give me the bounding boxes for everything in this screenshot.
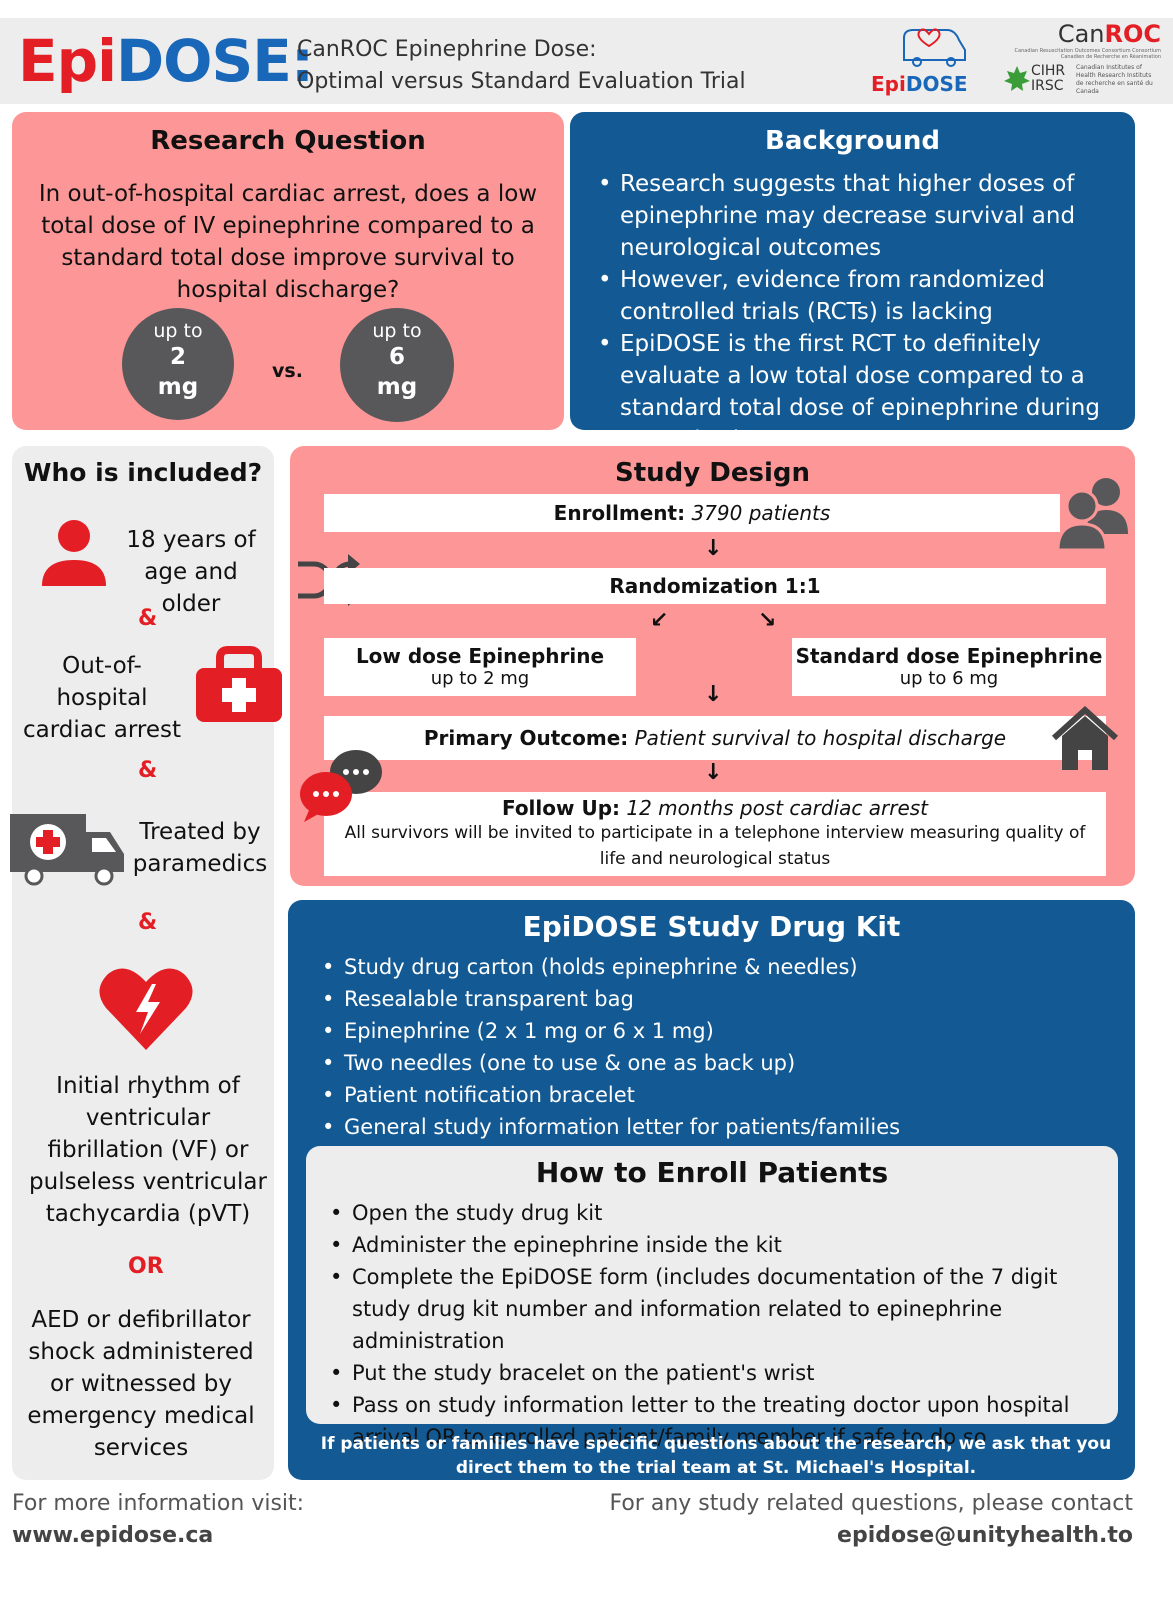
enroll-step: Pass on study information letter to the … — [326, 1389, 1118, 1453]
kit-item: Epinephrine (2 x 1 mg or 6 x 1 mg) — [318, 1015, 1135, 1047]
canroc-subtext: Canadian Resuscitation Outcomes Consorti… — [1014, 48, 1161, 60]
background-item: EpiDOSE is the first RCT to definitely e… — [594, 328, 1135, 456]
and-separator: & — [138, 606, 158, 631]
enroll-step: Complete the EpiDOSE form (includes docu… — [326, 1261, 1118, 1357]
background-list: Research suggests that higher doses of e… — [570, 168, 1135, 456]
age-criterion: 18 years of age and older — [126, 527, 256, 617]
group-people-icon — [1056, 478, 1128, 552]
study-design-panel: Study Design Enrollment: 3790 patients ↓… — [290, 446, 1135, 886]
logo-dose: DOSE: — [116, 27, 314, 95]
ohca-criterion: Out-of-hospital cardiac arrest — [22, 653, 182, 743]
website-link[interactable]: www.epidose.ca — [12, 1523, 214, 1548]
research-question-panel: Research Question In out-of-hospital car… — [12, 112, 564, 430]
enroll-steps: Open the study drug kit Administer the e… — [306, 1197, 1118, 1453]
footer-contact-text: For any study related questions, please … — [609, 1491, 1133, 1516]
enroll-step: Administer the epinephrine inside the ki… — [326, 1229, 1118, 1261]
flow-arrow: ↓ — [704, 682, 723, 707]
mini-epidose-logo: EpiDOSE — [871, 72, 968, 96]
ambulance-logo-icon — [903, 28, 966, 67]
enroll-title: How to Enroll Patients — [535, 1156, 889, 1189]
follow-up-box: Follow Up: 12 months post cardiac arrest… — [324, 792, 1106, 876]
low-dose-circle: up to 2 mg — [122, 308, 234, 420]
footer-info-text: For more information visit: — [12, 1491, 305, 1516]
kit-item: Two needles (one to use & one as back up… — [318, 1047, 1135, 1079]
contact-note: If patients or families have specific qu… — [320, 1434, 1112, 1478]
research-question-title: Research Question — [150, 126, 426, 156]
drug-kit-panel: EpiDOSE Study Drug Kit Study drug carton… — [288, 900, 1135, 1480]
flow-arrow-right: ↘ — [758, 608, 777, 633]
email-link[interactable]: epidose@unityhealth.to — [837, 1523, 1133, 1548]
heart-defibrillation-icon — [99, 968, 193, 1050]
logo-epi: Epi — [18, 27, 117, 95]
inclusion-title: Who is included? — [23, 458, 263, 487]
first-aid-kit-icon — [196, 646, 282, 722]
paramedics-criterion: Treated by paramedics — [132, 819, 268, 877]
kit-item: Patient notification bracelet — [318, 1079, 1135, 1111]
header-banner: EpiDOSE: CanROC Epinephrine Dose: Optima… — [0, 18, 1173, 104]
rhythm-criterion: Initial rhythm of ventricular fibrillati… — [29, 1073, 267, 1227]
background-panel: Background Research suggests that higher… — [570, 112, 1135, 453]
flow-arrow: ↓ — [704, 760, 723, 785]
flow-arrow: ↓ — [704, 536, 723, 561]
chat-bubbles-icon — [300, 750, 382, 822]
trial-subtitle: CanROC Epinephrine Dose: Optimal versus … — [297, 34, 746, 98]
versus-label: vs. — [272, 360, 303, 382]
footer-left: For more information visit: www.epidose.… — [12, 1488, 304, 1552]
drug-kit-title: EpiDOSE Study Drug Kit — [522, 910, 901, 943]
low-dose-arm-box: Low dose Epinephrine up to 2 mg — [324, 638, 636, 696]
randomization-box: Randomization 1:1 — [324, 568, 1106, 604]
subtitle-line1: CanROC Epinephrine Dose: — [297, 37, 597, 62]
partner-logos: EpiDOSE CanROC Canadian Resuscitation Ou… — [871, 20, 1161, 102]
primary-outcome-box: Primary Outcome: Patient survival to hos… — [324, 716, 1106, 760]
drug-kit-list: Study drug carton (holds epinephrine & n… — [288, 951, 1135, 1143]
or-separator: OR — [128, 1254, 164, 1279]
background-item: Research suggests that higher doses of e… — [594, 168, 1135, 264]
and-separator: & — [138, 758, 158, 783]
background-title: Background — [765, 126, 940, 156]
canroc-logo: CanROC — [1057, 20, 1161, 48]
study-design-title: Study Design — [615, 458, 810, 488]
kit-item: Resealable transparent bag — [318, 983, 1135, 1015]
kit-item: General study information letter for pat… — [318, 1111, 1135, 1143]
kit-item: Study drug carton (holds epinephrine & n… — [318, 951, 1135, 983]
and-separator: & — [138, 910, 158, 935]
enroll-step: Open the study drug kit — [326, 1197, 1118, 1229]
maple-leaf-icon — [1004, 66, 1030, 91]
epidose-logo: EpiDOSE: — [18, 32, 314, 90]
ambulance-icon — [10, 814, 124, 886]
inclusion-panel: Who is included? 18 years of age and old… — [10, 446, 282, 1480]
background-item: However, evidence from randomized contro… — [594, 264, 1135, 328]
house-icon — [1051, 706, 1119, 770]
person-icon — [42, 520, 106, 586]
subtitle-line2: Optimal versus Standard Evaluation Trial — [297, 69, 746, 94]
cihr-subtext: Canadian Institutes of Health Research I… — [1076, 64, 1153, 95]
research-question-text: In out-of-hospital cardiac arrest, does … — [38, 181, 538, 303]
enroll-panel: How to Enroll Patients Open the study dr… — [306, 1146, 1118, 1449]
footer-right: For any study related questions, please … — [609, 1488, 1133, 1552]
standard-dose-circle: up to 6 mg — [340, 308, 454, 422]
aed-criterion: AED or defibrillator shock administered … — [27, 1307, 255, 1461]
standard-dose-arm-box: Standard dose Epinephrine up to 6 mg — [792, 638, 1106, 696]
enroll-step: Put the study bracelet on the patient's … — [326, 1357, 1118, 1389]
flow-arrow-left: ↙ — [650, 608, 669, 633]
enrollment-box: Enrollment: 3790 patients — [324, 494, 1060, 532]
